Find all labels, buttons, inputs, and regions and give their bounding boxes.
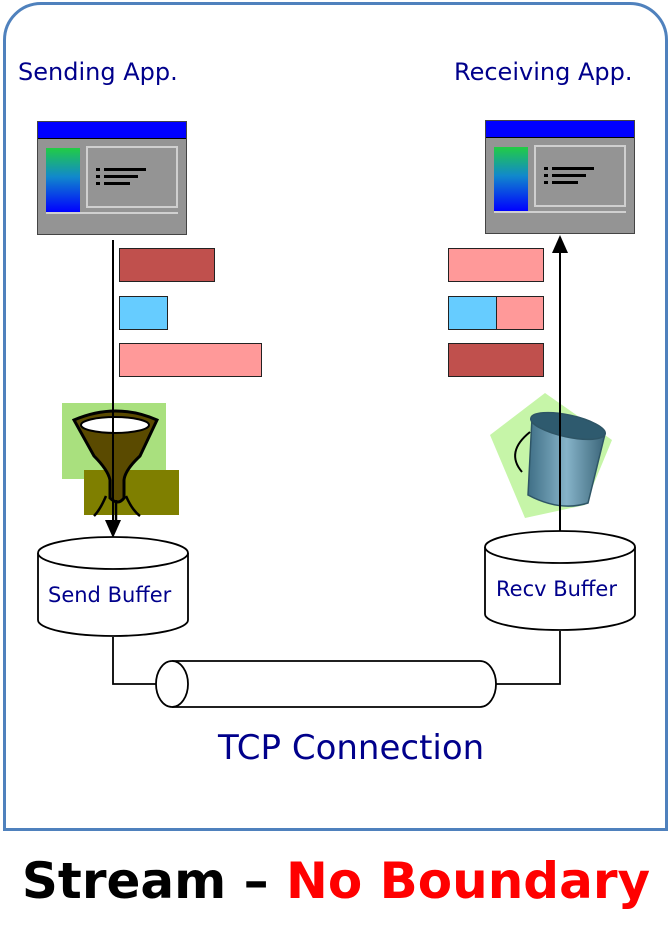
receiving-app-window-icon bbox=[485, 120, 635, 234]
title-part-no-boundary: No Boundary bbox=[286, 852, 651, 910]
sender-segment-1 bbox=[119, 248, 215, 282]
sender-segment-2 bbox=[119, 296, 168, 330]
diagram-frame bbox=[3, 2, 668, 831]
receiver-segment-2b bbox=[496, 296, 544, 330]
funnel-icon bbox=[62, 403, 179, 520]
receiver-segment-2a bbox=[448, 296, 497, 330]
slide-title: Stream – No Boundary bbox=[0, 852, 672, 910]
sending-app-label: Sending App. bbox=[18, 58, 178, 86]
sending-app-window-icon bbox=[37, 121, 187, 235]
bucket-icon bbox=[490, 393, 612, 518]
tcp-connection-label: TCP Connection bbox=[218, 728, 485, 768]
receiver-segment-1 bbox=[448, 248, 544, 282]
sender-segment-3 bbox=[119, 343, 262, 377]
send-buffer-cylinder bbox=[37, 536, 189, 637]
recv-buffer-cylinder bbox=[484, 530, 636, 631]
receiver-segment-3 bbox=[448, 343, 544, 377]
tcp-pipe bbox=[155, 660, 497, 708]
receiving-app-label: Receiving App. bbox=[454, 58, 633, 86]
recv-buffer-label: Recv Buffer bbox=[496, 577, 617, 601]
send-buffer-label: Send Buffer bbox=[48, 583, 172, 607]
title-part-stream: Stream – bbox=[21, 852, 287, 910]
